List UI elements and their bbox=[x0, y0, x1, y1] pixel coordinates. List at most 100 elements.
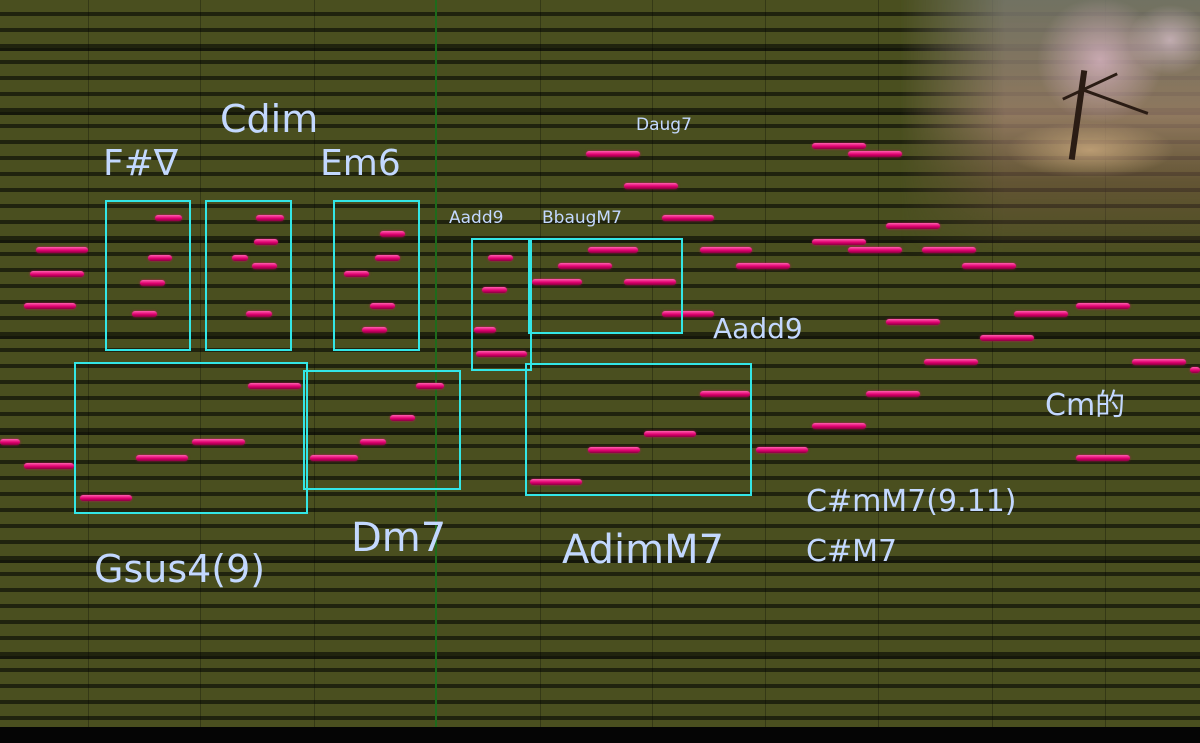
midi-note[interactable] bbox=[140, 280, 165, 286]
midi-note[interactable] bbox=[1076, 303, 1130, 309]
octave-line bbox=[0, 560, 1200, 563]
midi-note[interactable] bbox=[0, 439, 20, 445]
midi-note[interactable] bbox=[848, 247, 902, 253]
midi-note[interactable] bbox=[1076, 455, 1130, 461]
midi-note[interactable] bbox=[416, 383, 444, 389]
piano-roll[interactable]: F#∇ Cdim Em6 Aadd9 BbaugM7 Daug7 Aadd9 C… bbox=[0, 0, 1200, 727]
midi-note[interactable] bbox=[390, 415, 415, 421]
midi-note[interactable] bbox=[812, 423, 866, 429]
midi-note[interactable] bbox=[30, 271, 84, 277]
background-tree-image bbox=[900, 0, 1200, 260]
chord-box-aadd9 bbox=[471, 238, 532, 371]
midi-note[interactable] bbox=[962, 263, 1016, 269]
chord-label-c-sharp-mm7: C#mM7(9.11) bbox=[806, 484, 1017, 519]
midi-note[interactable] bbox=[532, 279, 582, 285]
beat-line bbox=[314, 0, 315, 727]
octave-line bbox=[0, 240, 1200, 243]
midi-note[interactable] bbox=[1190, 367, 1200, 373]
chord-label-bbaugm7: BbaugM7 bbox=[542, 208, 622, 228]
midi-note[interactable] bbox=[886, 223, 940, 229]
midi-note[interactable] bbox=[256, 215, 284, 221]
midi-note[interactable] bbox=[558, 263, 612, 269]
midi-note[interactable] bbox=[624, 279, 676, 285]
chord-box-cdim bbox=[205, 200, 292, 351]
beat-line bbox=[878, 0, 879, 727]
midi-note[interactable] bbox=[588, 447, 640, 453]
chord-label-dm7: Dm7 bbox=[351, 515, 447, 561]
midi-note[interactable] bbox=[662, 311, 714, 317]
chord-box-dm7 bbox=[303, 370, 461, 490]
midi-note[interactable] bbox=[476, 351, 527, 357]
chord-label-f-sharp: F#∇ bbox=[103, 143, 178, 184]
chord-label-aadd9-small: Aadd9 bbox=[449, 208, 504, 228]
octave-line bbox=[0, 112, 1200, 115]
midi-note[interactable] bbox=[866, 391, 920, 397]
beat-line bbox=[1105, 0, 1106, 727]
midi-note[interactable] bbox=[488, 255, 513, 261]
midi-note[interactable] bbox=[375, 255, 400, 261]
midi-note[interactable] bbox=[474, 327, 496, 333]
beat-line bbox=[992, 0, 993, 727]
midi-note[interactable] bbox=[362, 327, 387, 333]
midi-note[interactable] bbox=[922, 247, 976, 253]
midi-note[interactable] bbox=[192, 439, 245, 445]
midi-note[interactable] bbox=[662, 215, 714, 221]
chord-label-daug7: Daug7 bbox=[636, 115, 692, 135]
chord-box-bbaugm7 bbox=[528, 238, 683, 334]
chord-label-gsus4: Gsus4(9) bbox=[94, 547, 266, 591]
midi-note[interactable] bbox=[344, 271, 369, 277]
midi-note[interactable] bbox=[756, 447, 808, 453]
midi-note[interactable] bbox=[248, 383, 301, 389]
midi-note[interactable] bbox=[624, 183, 678, 189]
midi-note[interactable] bbox=[812, 143, 866, 149]
midi-note[interactable] bbox=[310, 455, 358, 461]
chord-box-gsus4 bbox=[74, 362, 308, 514]
midi-note[interactable] bbox=[252, 263, 277, 269]
chord-label-adimm7: AdimM7 bbox=[562, 527, 725, 573]
midi-note[interactable] bbox=[700, 391, 750, 397]
chord-box-adimm7 bbox=[525, 363, 752, 496]
midi-note[interactable] bbox=[155, 215, 182, 221]
midi-note[interactable] bbox=[380, 231, 405, 237]
midi-note[interactable] bbox=[246, 311, 272, 317]
midi-note[interactable] bbox=[232, 255, 248, 261]
midi-note[interactable] bbox=[24, 463, 74, 469]
midi-note[interactable] bbox=[530, 479, 582, 485]
midi-note[interactable] bbox=[1014, 311, 1068, 317]
midi-note[interactable] bbox=[924, 359, 978, 365]
midi-note[interactable] bbox=[736, 263, 790, 269]
midi-note[interactable] bbox=[80, 495, 132, 501]
midi-note[interactable] bbox=[886, 319, 940, 325]
midi-note[interactable] bbox=[700, 247, 752, 253]
midi-note[interactable] bbox=[148, 255, 172, 261]
midi-note[interactable] bbox=[24, 303, 76, 309]
chord-label-cdim: Cdim bbox=[220, 97, 319, 141]
chord-label-em6: Em6 bbox=[320, 143, 401, 184]
midi-note[interactable] bbox=[370, 303, 395, 309]
octave-line bbox=[0, 48, 1200, 51]
midi-note[interactable] bbox=[36, 247, 88, 253]
chord-label-c-sharp-m7: C#M7 bbox=[806, 534, 898, 569]
midi-note[interactable] bbox=[848, 151, 902, 157]
octave-line bbox=[0, 432, 1200, 435]
midi-note[interactable] bbox=[980, 335, 1034, 341]
midi-note[interactable] bbox=[360, 439, 386, 445]
midi-note[interactable] bbox=[644, 431, 696, 437]
midi-note[interactable] bbox=[254, 239, 278, 245]
midi-note[interactable] bbox=[482, 287, 507, 293]
midi-note[interactable] bbox=[588, 247, 638, 253]
beat-line bbox=[765, 0, 766, 727]
octave-line bbox=[0, 656, 1200, 659]
midi-note[interactable] bbox=[136, 455, 188, 461]
chord-box-em6 bbox=[333, 200, 420, 351]
midi-note[interactable] bbox=[812, 239, 866, 245]
chord-label-cm: Cm的 bbox=[1045, 388, 1126, 423]
octave-line bbox=[0, 336, 1200, 339]
midi-note[interactable] bbox=[132, 311, 157, 317]
chord-label-aadd9-large: Aadd9 bbox=[713, 312, 803, 345]
playhead[interactable] bbox=[435, 0, 437, 727]
chord-box-f-sharp bbox=[105, 200, 191, 351]
bottom-bar bbox=[0, 727, 1200, 743]
midi-note[interactable] bbox=[1132, 359, 1186, 365]
midi-note[interactable] bbox=[586, 151, 640, 157]
